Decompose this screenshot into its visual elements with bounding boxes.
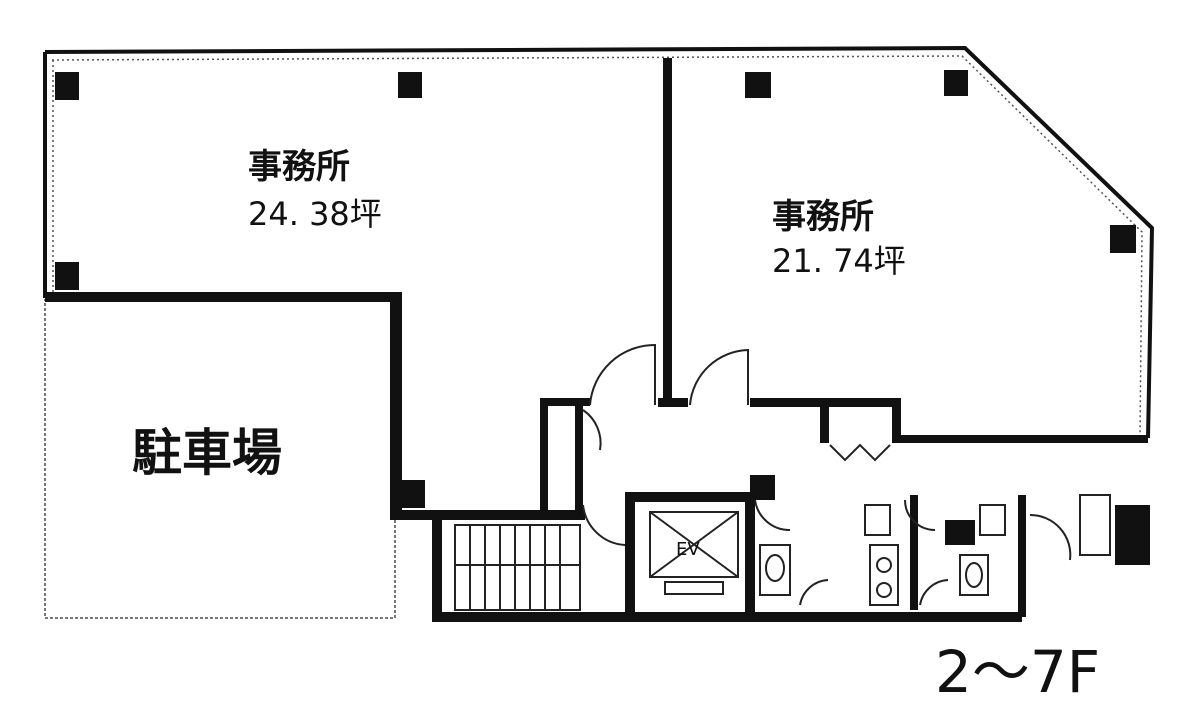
office-b-name: 事務所 [772, 197, 874, 237]
office-a-name: 事務所 [248, 147, 350, 187]
office-a-area: 24. 38坪 [248, 195, 382, 233]
office-b-area: 21. 74坪 [772, 242, 906, 280]
restroom-fixtures [759, 443, 1111, 606]
elevator: EV [649, 511, 739, 595]
staircase [454, 524, 581, 611]
structural-columns [55, 70, 1136, 508]
door-swings [582, 343, 1072, 606]
parking-label: 駐車場 [132, 424, 282, 482]
exterior-wall [43, 45, 1155, 439]
interior-walls [45, 58, 1150, 622]
floor-label: 2～7F [935, 638, 1100, 706]
elevator-label: EV [676, 539, 700, 560]
